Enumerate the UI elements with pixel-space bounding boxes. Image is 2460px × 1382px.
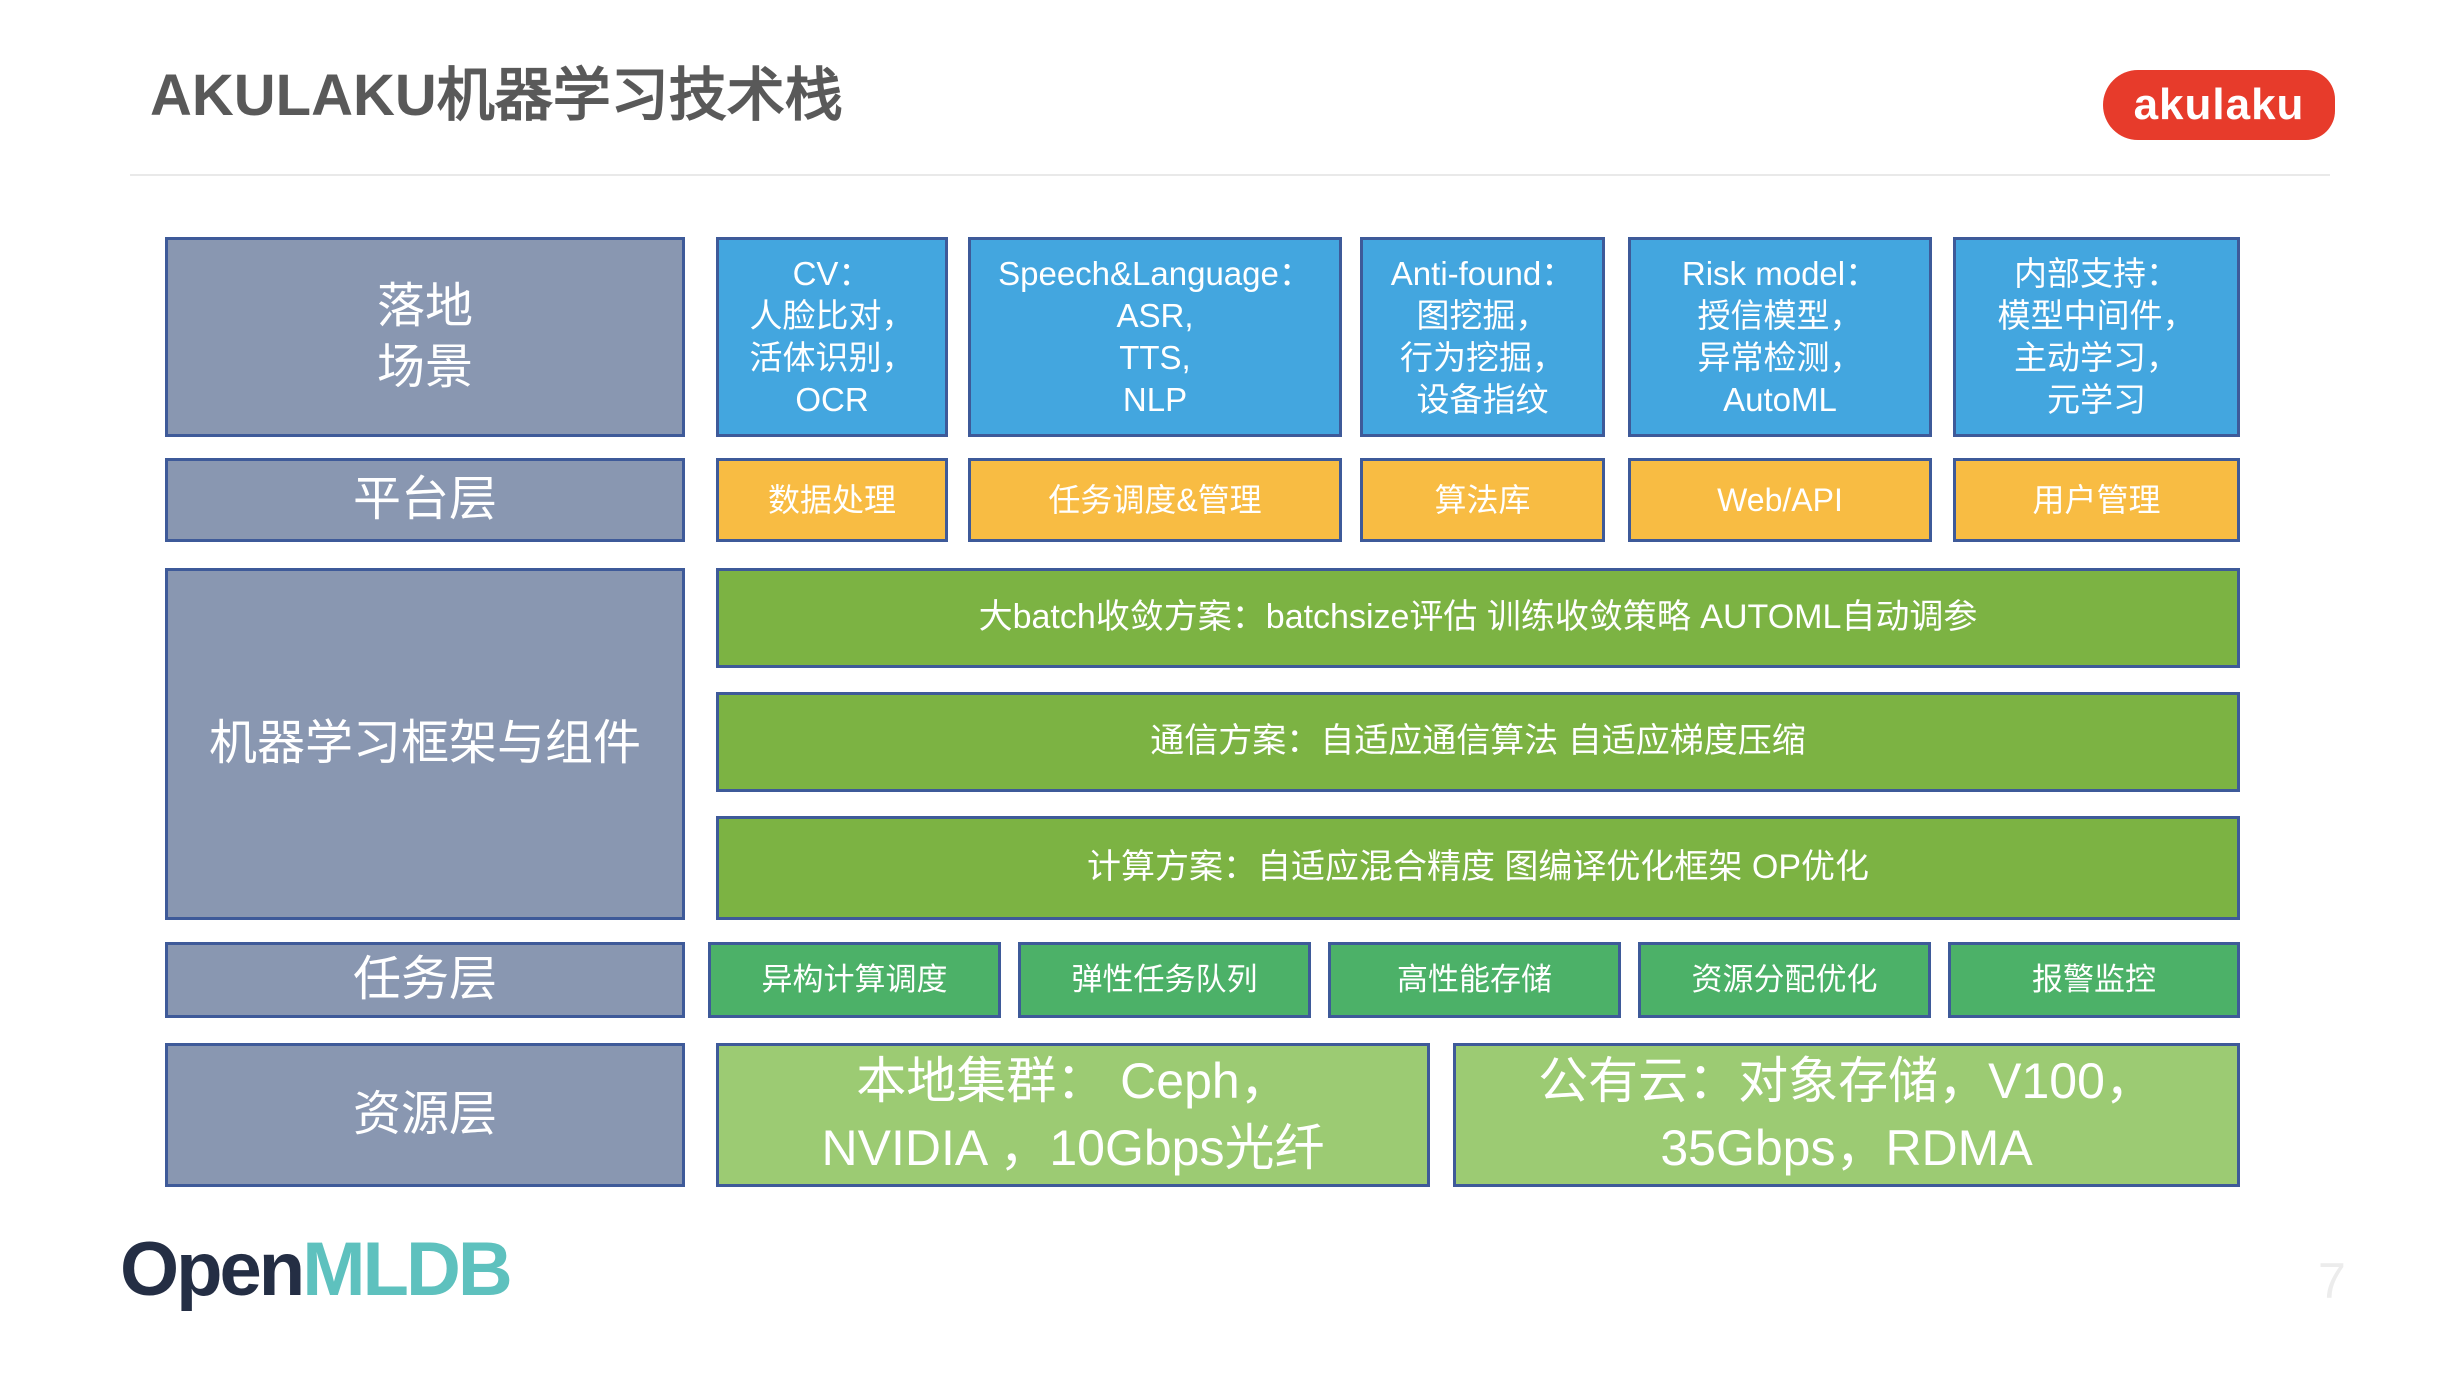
framework-bar-big-batch: 大batch收敛方案：batchsize评估 训练收敛策略 AUTOML自动调参 [716,568,2240,668]
framework-bar-computation: 计算方案：自适应混合精度 图编译优化框架 OP优化 [716,816,2240,920]
scenario-box-internal-support: 内部支持： 模型中间件， 主动学习， 元学习 [1953,237,2240,437]
scenario-box-risk-model: Risk model： 授信模型， 异常检测， AutoML [1628,237,1932,437]
task-box-heterogeneous-scheduling: 异构计算调度 [708,942,1001,1018]
platform-box-algorithm-library: 算法库 [1360,458,1605,542]
platform-box-user-management: 用户管理 [1953,458,2240,542]
scenario-box-anti-found: Anti-found： 图挖掘， 行为挖掘， 设备指纹 [1360,237,1605,437]
row-label-resource-layer: 资源层 [165,1043,685,1187]
task-box-resource-allocation: 资源分配优化 [1638,942,1931,1018]
task-box-elastic-queue: 弹性任务队列 [1018,942,1311,1018]
openmldb-logo: OpenMLDB [120,1227,513,1312]
resource-box-local-cluster: 本地集群： Ceph， NVIDIA ，10Gbps光纤 [716,1043,1430,1187]
platform-box-task-scheduling: 任务调度&管理 [968,458,1342,542]
title-divider [130,174,2330,176]
resource-box-public-cloud: 公有云：对象存储，V100， 35Gbps，RDMA [1453,1043,2240,1187]
openmldb-logo-open-part: Open [120,1227,305,1312]
task-box-high-performance-storage: 高性能存储 [1328,942,1621,1018]
akulaku-logo: akulaku [2103,70,2335,140]
platform-box-web-api: Web/API [1628,458,1932,542]
row-label-ml-framework: 机器学习框架与组件 [165,568,685,920]
framework-bar-communication: 通信方案：自适应通信算法 自适应梯度压缩 [716,692,2240,792]
scenario-box-speech-language: Speech&Language： ASR, TTS, NLP [968,237,1342,437]
task-box-alert-monitoring: 报警监控 [1948,942,2240,1018]
row-label-task-layer: 任务层 [165,942,685,1018]
scenario-box-cv: CV： 人脸比对， 活体识别， OCR [716,237,948,437]
page-number: 7 [2318,1253,2346,1309]
row-label-landing-scenarios: 落地 场景 [165,237,685,437]
page-title: AKULAKU机器学习技术栈 [150,63,843,128]
akulaku-logo-text: akulaku [2133,80,2305,129]
platform-box-data-processing: 数据处理 [716,458,948,542]
openmldb-logo-mldb-part: MLDB [302,1227,513,1312]
row-label-platform-layer: 平台层 [165,458,685,542]
